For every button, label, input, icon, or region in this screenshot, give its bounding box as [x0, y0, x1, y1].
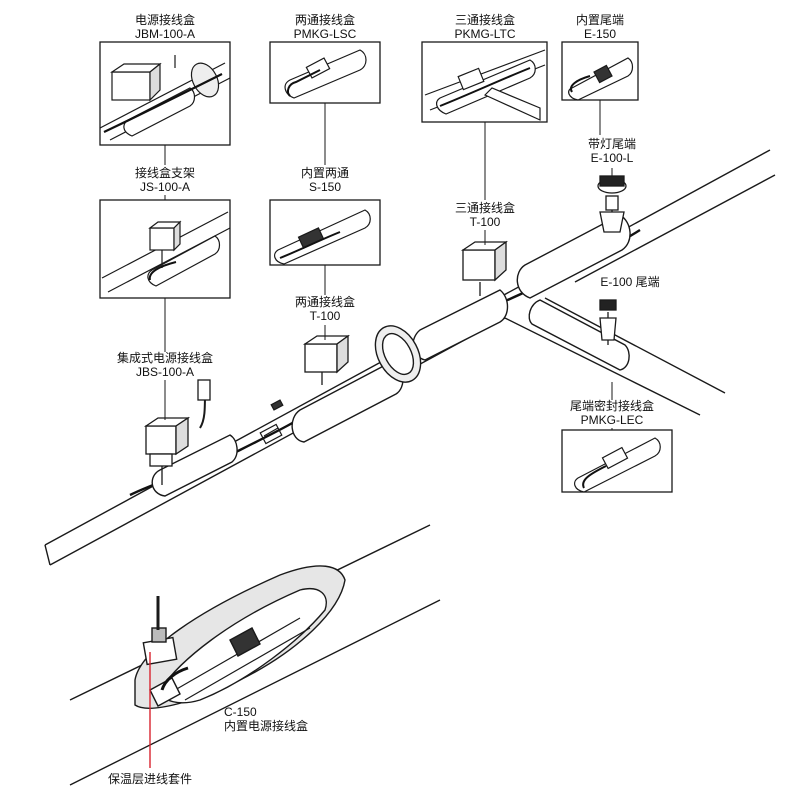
e100l-name-label: 带灯尾端 — [588, 137, 636, 151]
jbm-name-label: 电源接线盒 — [135, 12, 195, 27]
e150-name-label: 内置尾端 — [576, 13, 624, 27]
s150-name-label: 内置两通 — [301, 166, 349, 180]
t100-tee-box — [460, 240, 508, 296]
c150-code-label: C-150 — [224, 705, 257, 719]
c150-name-label: 内置电源接线盒 — [224, 718, 308, 733]
t100-tee-name-label: 三通接线盒 — [455, 200, 515, 215]
entry-kit-label: 保温层进线套件 — [108, 772, 192, 786]
callout-lsc — [269, 41, 381, 104]
ltc-name-label: 三通接线盒 — [455, 12, 515, 27]
leader-lines — [164, 100, 613, 430]
t100-tee-model-label: T-100 — [470, 215, 501, 229]
ltc-model-label: PKMG-LTC — [454, 27, 515, 41]
lec-model-label: PMKG-LEC — [581, 413, 644, 427]
e150-model-label: E-150 — [584, 27, 616, 41]
jbm-model-label: JBM-100-A — [135, 27, 195, 41]
labels: 电源接线盒 JBM-100-A 两通接线盒 PMKG-LSC 三通接线盒 PKM… — [108, 12, 660, 786]
jbs-model-label: JBS-100-A — [136, 365, 194, 379]
callout-e150 — [561, 41, 639, 101]
t100-splice-name-label: 两通接线盒 — [295, 294, 355, 309]
callout-s150 — [269, 199, 381, 266]
callout-ltc — [421, 41, 548, 123]
jbs-name-label: 集成式电源接线盒 — [117, 350, 213, 365]
callout-jbm — [99, 41, 231, 146]
jbs-junction-box — [143, 379, 211, 485]
t100-splice-box — [302, 334, 350, 385]
e100-end — [599, 299, 617, 345]
callout-lec — [561, 429, 673, 493]
c150-detail — [69, 524, 441, 786]
s150-model-label: S-150 — [309, 180, 341, 194]
e100l-end-light — [597, 175, 627, 233]
lsc-model-label: PMKG-LSC — [294, 27, 357, 41]
pipe-markings — [259, 399, 284, 445]
t100-splice-model-label: T-100 — [310, 309, 341, 323]
lsc-name-label: 两通接线盒 — [295, 12, 355, 27]
insulation-sections — [151, 214, 631, 497]
js-model-label: JS-100-A — [140, 180, 190, 194]
callout-js — [99, 199, 231, 299]
branch-pipe — [504, 297, 726, 416]
js-name-label: 接线盒支架 — [135, 165, 195, 180]
e100-end-label: E-100 尾端 — [600, 275, 659, 289]
lec-name-label: 尾端密封接线盒 — [570, 398, 654, 413]
e100l-model-label: E-100-L — [591, 151, 634, 165]
